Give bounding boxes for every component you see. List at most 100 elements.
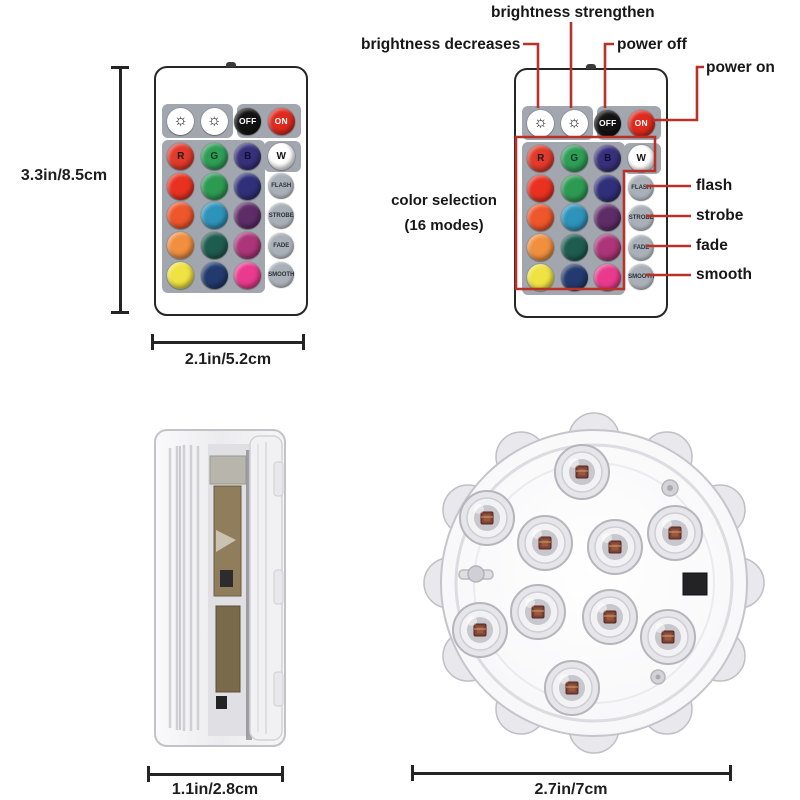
rim-ring [454,443,734,723]
metal-clip [209,455,247,485]
fade-mode-button: FADE [628,234,655,261]
color-orangered-button [167,202,195,230]
remote-width-dimension-line [152,341,304,344]
board-reflection [216,530,236,552]
screw-center [655,674,661,680]
smooth-label: smooth [696,266,752,283]
battery-compartment [215,605,241,693]
color-red2-button [167,172,195,200]
red-button: R [167,143,195,171]
color-darkblue-button [560,263,588,291]
power-off-button: OFF [594,109,622,137]
ir-emitter-nub [586,64,596,69]
chip [220,570,233,587]
dimension-tick [302,334,305,350]
flash-label: flash [696,177,733,194]
fade-label: fade [696,237,728,254]
led-dome [587,519,643,575]
power-on-button: ON [267,107,295,135]
red-button: R [527,145,555,173]
dimension-tick [281,766,284,782]
remote-width-dimension-label: 2.1in/5.2cm [184,351,272,368]
light-top-view-photo [423,412,765,754]
color-magenta-button [594,234,622,262]
smooth-mode-button: SMOOTH [628,264,654,291]
smooth-mode-button: SMOOTH [268,262,294,289]
brightness-increase-button: ☼ [560,109,588,137]
light-height-dimension-line [148,773,283,776]
power-on-label: power on [706,59,775,76]
color-green2-button [200,172,228,200]
color-navy-button [594,174,622,202]
led-dome [640,609,696,665]
color-yellow-button [167,261,195,289]
led-dome [544,660,600,716]
brightness-strengthen-label: brightness strengthen [491,4,655,21]
green-button: G [200,143,228,171]
led-dome [452,602,508,658]
color-yellow-button [527,263,555,291]
cap-tab [273,671,284,707]
color-teal-button [560,234,588,262]
brightness-decreases-label: brightness decreases [361,36,521,53]
fade-mode-button: FADE [268,232,295,259]
color-cyan-button [200,202,228,230]
light-side-view-photo [154,429,286,747]
board-edge [246,450,252,740]
led-dome [582,589,638,645]
dimension-tick [729,765,732,781]
strobe-mode-button: STROBE [268,202,295,229]
color-orange-button [527,234,555,262]
color-pink-button [234,261,262,289]
led-dome [510,584,566,640]
power-on-button: ON [627,109,655,137]
ir-emitter-nub [226,62,236,67]
white-button: W [627,145,655,173]
dimension-tick [147,766,150,782]
dimension-tick [151,334,154,350]
remote-height-dimension-label: 3.3in/8.5cm [20,167,108,184]
color-red2-button [527,174,555,202]
strobe-mode-button: STROBE [628,204,655,231]
ir-sensor-window [682,572,708,596]
light-diameter-dimension-line [412,772,732,775]
brightness-decrease-button: ☼ [167,107,195,135]
power-off-button: OFF [234,107,262,135]
cap-tab [273,461,284,497]
led-dome [554,444,610,500]
color-orange-button [167,232,195,260]
remote-height-dimension-line [119,68,122,313]
led-dome [647,505,703,561]
flash-mode-button: FLASH [628,175,655,202]
color-selection-line1: color selection [391,192,497,209]
light-height-dimension-label: 1.1in/2.8cm [171,781,259,798]
light-diameter-dimension-label: 2.7in/7cm [534,781,608,798]
dimension-tick [111,311,129,314]
color-orangered-button [527,204,555,232]
strobe-label: strobe [696,207,744,224]
thread-ridges [168,445,200,731]
blue-button: B [594,145,622,173]
color-cyan-button [560,204,588,232]
color-purple-button [234,202,262,230]
color-selection-label: color selection (16 modes) [372,189,516,239]
dimension-tick [111,66,129,69]
color-pink-button [594,263,622,291]
brightness-decrease-button: ☼ [527,109,555,137]
color-darkblue-button [200,261,228,289]
led-dome [459,490,515,546]
flash-mode-button: FLASH [268,173,295,200]
color-green2-button [560,174,588,202]
color-selection-line2: (16 modes) [404,216,484,234]
color-magenta-button [234,232,262,260]
dimension-tick [411,765,414,781]
white-button: W [267,143,295,171]
color-purple-button [594,204,622,232]
led-dome [517,515,573,571]
